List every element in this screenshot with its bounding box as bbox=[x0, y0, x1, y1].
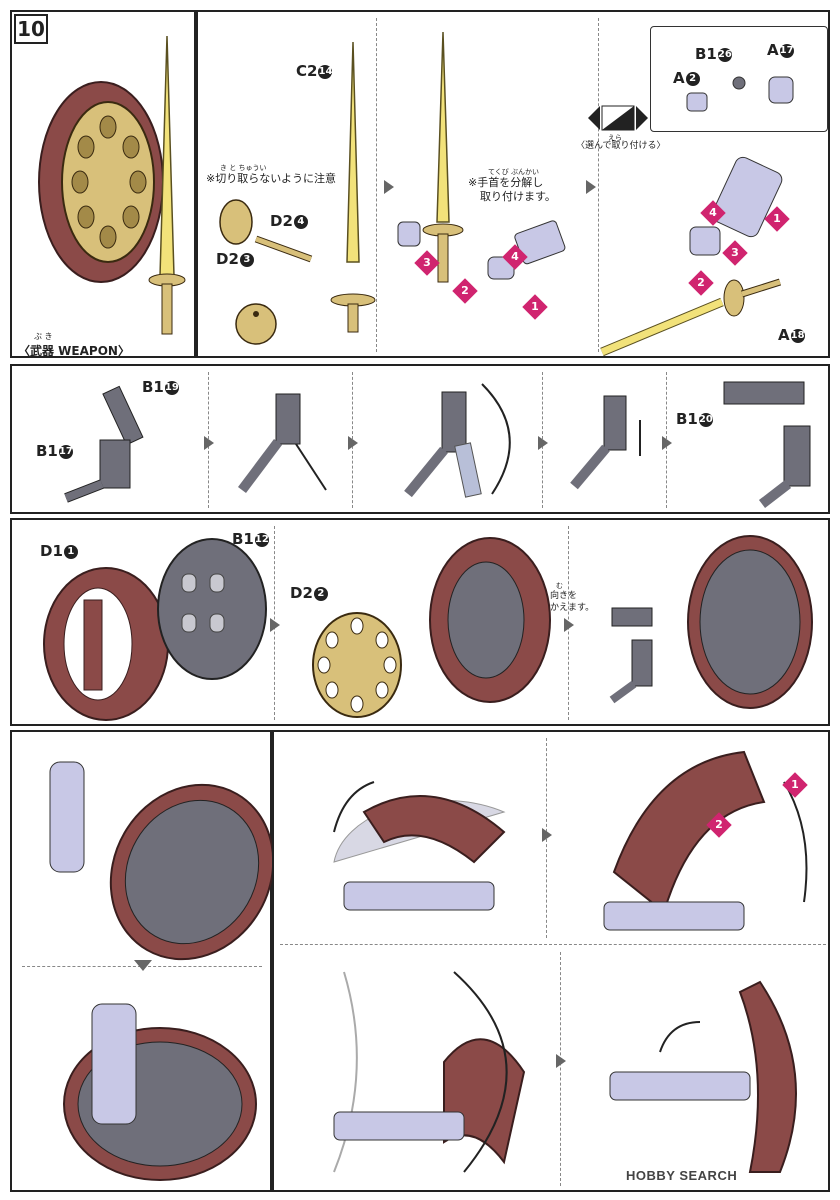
arm-attach-shield-1 bbox=[49, 761, 275, 961]
label-c2-14: C214 bbox=[296, 62, 333, 80]
handle-parts bbox=[64, 385, 144, 503]
flow-arrow bbox=[542, 828, 552, 842]
flow-arrow bbox=[564, 618, 574, 632]
sword-assembled bbox=[422, 31, 464, 283]
label-b1-26: B126 bbox=[695, 45, 732, 63]
sword-in-hand bbox=[600, 156, 783, 357]
hand-note-line1: ※手首を分解し bbox=[468, 176, 544, 189]
cut-caution-ruby: き と ちゅうい bbox=[220, 164, 267, 172]
panel-shield-rotate: 1 2 HOBBY SEARCH bbox=[272, 730, 830, 1192]
flow-arrow bbox=[586, 180, 596, 194]
shield-rotated-state bbox=[603, 750, 808, 931]
step-2-marker-b: 2 bbox=[688, 270, 714, 296]
flow-arrow bbox=[204, 436, 214, 450]
shield-face-d2-2 bbox=[312, 612, 402, 718]
flow-arrow bbox=[348, 436, 358, 450]
handle-step-3 bbox=[404, 383, 511, 498]
panel-handle-assembly: B119 B117 B120 bbox=[10, 364, 830, 514]
step-1-marker: 1 bbox=[522, 294, 548, 320]
label-b1-19: B119 bbox=[142, 378, 179, 396]
turn-note-line1: 向きを bbox=[550, 591, 578, 601]
handle-step-2 bbox=[238, 393, 327, 493]
weapon-ruby: ぶ き bbox=[34, 332, 53, 341]
arm-attach-shield-2 bbox=[63, 1003, 257, 1181]
choose-note: 〈選んで取り付ける〉 bbox=[576, 141, 666, 151]
watermark: HOBBY SEARCH bbox=[626, 1168, 738, 1183]
panel-shield-attach-arm bbox=[10, 730, 275, 1192]
handle-attach-shield bbox=[609, 607, 653, 704]
label-a-17: A17 bbox=[767, 41, 794, 59]
grip-part-d2-4 bbox=[254, 235, 313, 263]
shield-back-b1-12 bbox=[157, 538, 267, 680]
shield-flip-state bbox=[333, 971, 526, 1173]
flow-arrow-down bbox=[134, 960, 152, 971]
flow-arrow bbox=[270, 618, 280, 632]
turn-ruby: む bbox=[556, 582, 563, 590]
shield-rim-d1-1 bbox=[43, 567, 169, 721]
turn-note-line2: かえます。 bbox=[550, 603, 595, 613]
shield-back-view bbox=[687, 535, 813, 709]
weapon-caption: 〈武器 WEAPON〉 bbox=[18, 344, 130, 358]
label-b1-17: B117 bbox=[36, 442, 73, 460]
guard-top-view bbox=[235, 303, 277, 345]
label-b1-20: B120 bbox=[676, 410, 713, 428]
hand-note-line2: 取り付けます。 bbox=[480, 190, 556, 203]
flow-arrow bbox=[538, 436, 548, 450]
step-2-marker: 2 bbox=[452, 278, 478, 304]
panel-weapon-overview: 10 ぶ き 〈武器 WEAPON〉 bbox=[10, 10, 196, 358]
flow-arrow bbox=[662, 436, 672, 450]
step-3-marker: 3 bbox=[414, 250, 440, 276]
step-3-marker-b: 3 bbox=[722, 240, 748, 266]
shield-final-state bbox=[609, 980, 797, 1173]
shield-rim-with-back bbox=[429, 537, 551, 703]
label-b1-12: B112 bbox=[232, 530, 269, 548]
flow-arrow bbox=[384, 180, 394, 194]
step-number-badge: 10 bbox=[14, 14, 48, 44]
sword-illustration bbox=[148, 35, 186, 335]
step-4-marker: 4 bbox=[502, 244, 528, 270]
choose-ruby: えら bbox=[608, 134, 622, 142]
sword-blade-c2-14 bbox=[330, 41, 376, 333]
step-4-marker-b: 4 bbox=[700, 200, 726, 226]
step-2-marker-c: 2 bbox=[706, 812, 732, 838]
shield-illustration bbox=[38, 81, 164, 283]
handle-with-b1-20 bbox=[723, 381, 811, 508]
guard-part-d2-3 bbox=[219, 199, 253, 245]
label-a-18: A18 bbox=[778, 326, 805, 344]
step-1-marker-b: 1 bbox=[764, 206, 790, 232]
handle-step-4 bbox=[570, 395, 641, 490]
hand-note-ruby: てくび ぶんかい bbox=[488, 168, 540, 176]
shield-open-state bbox=[333, 781, 506, 911]
arm-hand-assembly bbox=[397, 220, 566, 280]
cut-caution-note: ※切り取らないように注意 bbox=[206, 172, 336, 185]
step-1-marker-c: 1 bbox=[782, 772, 808, 798]
flow-arrow bbox=[556, 1054, 566, 1068]
hand-parts-icons bbox=[686, 76, 794, 112]
choose-icon bbox=[588, 104, 648, 132]
